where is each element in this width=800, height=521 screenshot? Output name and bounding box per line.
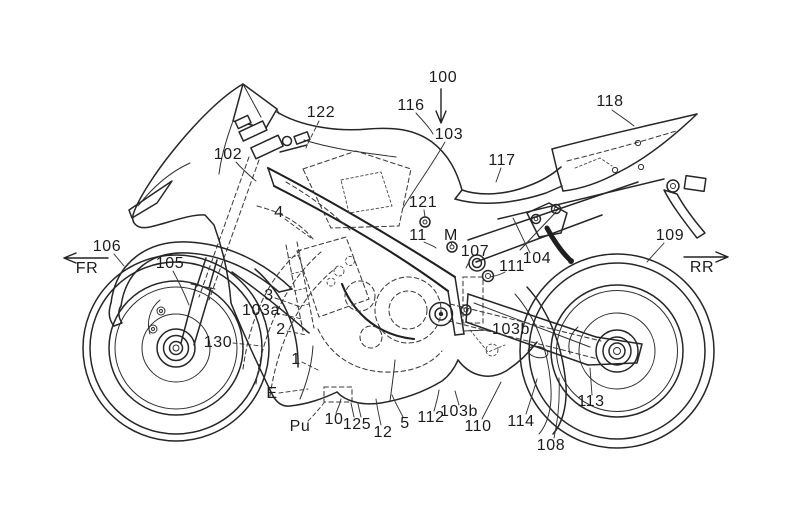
license-bracket bbox=[663, 174, 707, 239]
ref-label-125: 125 bbox=[342, 416, 372, 433]
ref-label-113: 113 bbox=[577, 393, 605, 410]
leader-lines bbox=[113, 109, 665, 439]
ref-label-107: 107 bbox=[460, 243, 490, 260]
ref-label-12: 12 bbox=[373, 424, 393, 441]
handlebar-cluster bbox=[234, 114, 311, 160]
swingarm bbox=[428, 293, 643, 366]
ref-label-109: 109 bbox=[655, 227, 685, 244]
ref-label-112: 112 bbox=[417, 409, 445, 426]
ref-label-116: 116 bbox=[397, 97, 425, 114]
ref-label-117: 117 bbox=[488, 152, 516, 169]
ref-label-pu: Pu bbox=[289, 418, 311, 435]
ref-label-2: 2 bbox=[276, 321, 286, 338]
fuel-tank-cover bbox=[276, 111, 463, 191]
ref-label-122: 122 bbox=[306, 104, 336, 121]
main-frame bbox=[266, 166, 484, 336]
headlight-slit bbox=[128, 180, 173, 219]
ref-label-106: 106 bbox=[92, 238, 122, 255]
ref-label-1: 1 bbox=[291, 351, 301, 368]
front-wheel bbox=[82, 254, 270, 442]
subframe bbox=[467, 178, 665, 263]
ref-label-114: 114 bbox=[507, 413, 535, 430]
ref-label-fr: FR bbox=[75, 260, 99, 277]
ref-label-118: 118 bbox=[596, 93, 624, 110]
ref-label-5: 5 bbox=[400, 415, 410, 432]
ref-label-103a: 103a bbox=[242, 302, 280, 319]
rear-hugger bbox=[514, 286, 567, 435]
ref-label-111: 111 bbox=[498, 258, 526, 275]
rr-direction-arrow bbox=[683, 251, 729, 263]
ref-label-108: 108 bbox=[536, 437, 566, 454]
front-fender bbox=[108, 241, 293, 327]
ref-label-103: 103 bbox=[434, 126, 464, 143]
ref-label-105: 105 bbox=[155, 255, 185, 272]
ref-label-103b-lower: 103b bbox=[440, 403, 478, 420]
ref-label-m: M bbox=[444, 227, 458, 244]
ref-label-103b-swingarm: 103b bbox=[492, 321, 530, 338]
seat bbox=[454, 166, 563, 204]
ref-label-121: 121 bbox=[408, 194, 438, 211]
footpeg-bracket bbox=[526, 202, 574, 264]
ref-label-11: 11 bbox=[409, 227, 427, 244]
ref-label-104: 104 bbox=[522, 250, 552, 267]
ref-label-rr: RR bbox=[689, 259, 715, 276]
ref-label-102: 102 bbox=[213, 146, 243, 163]
ref-label-4: 4 bbox=[274, 204, 284, 221]
ref-label-10: 10 bbox=[324, 411, 344, 428]
tail-cowl bbox=[551, 113, 698, 192]
fr-direction-arrow bbox=[63, 252, 109, 264]
overall-reference-arrow bbox=[435, 88, 447, 124]
front-fork bbox=[147, 156, 260, 346]
ref-label-110: 110 bbox=[464, 418, 492, 435]
ref-label-e: E bbox=[266, 385, 278, 402]
ref-label-3: 3 bbox=[264, 287, 274, 304]
engine-internals bbox=[242, 150, 443, 403]
belly-pan bbox=[230, 268, 538, 407]
ref-label-130: 130 bbox=[203, 334, 233, 351]
ref-label-100: 100 bbox=[428, 69, 458, 86]
